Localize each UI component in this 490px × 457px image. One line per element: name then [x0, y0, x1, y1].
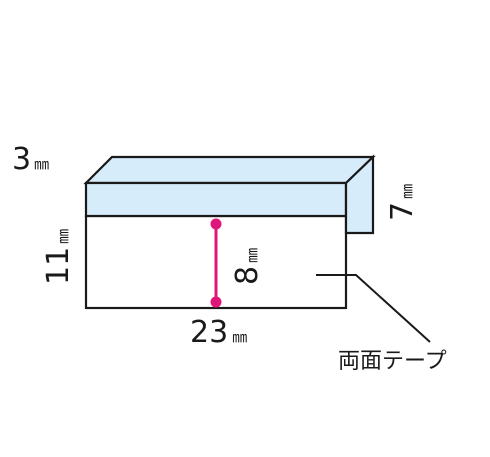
side-dimension-label: 7㎜ [385, 184, 420, 221]
tape-side-face [344, 154, 375, 235]
double-sided-tape-callout: 両面テープ [338, 349, 447, 374]
inner-measure-bottom-dot [210, 296, 222, 308]
inner-dimension-label: 8㎜ [230, 248, 265, 285]
tape-front-face [84, 181, 348, 218]
tape-top-face [83, 155, 376, 185]
inner-measure-top-dot [210, 218, 222, 230]
callout-leader-line [316, 274, 431, 343]
height-dimension-label: 11㎜ [41, 229, 76, 285]
